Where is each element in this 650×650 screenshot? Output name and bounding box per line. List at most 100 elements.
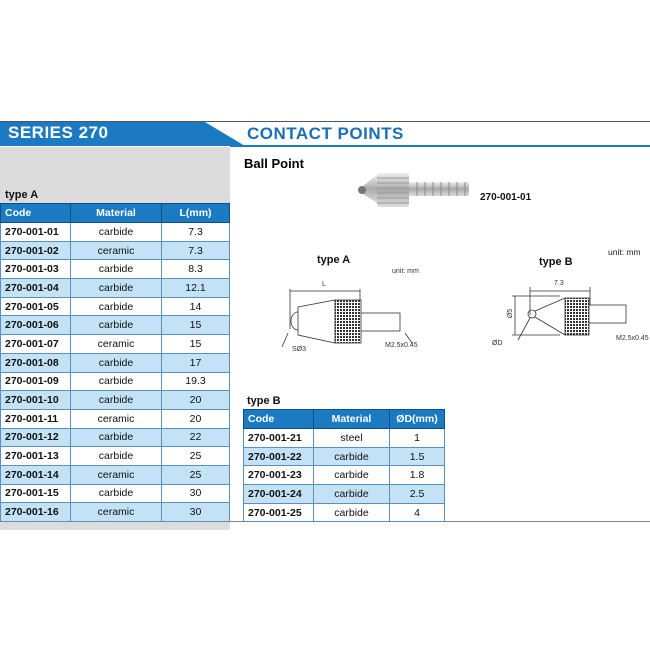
top-rule bbox=[0, 121, 650, 122]
cell-material: carbide bbox=[70, 390, 162, 410]
cell-value: 1.5 bbox=[389, 446, 445, 467]
cell-code: 270-001-16 bbox=[0, 502, 71, 522]
drawing-b-title: type B bbox=[539, 256, 573, 268]
cell-value: 30 bbox=[161, 483, 230, 504]
cell-material: ceramic bbox=[70, 240, 162, 261]
cell-material: carbide bbox=[70, 371, 162, 392]
cell-material: carbide bbox=[70, 296, 162, 317]
col-length: L(mm) bbox=[161, 203, 230, 223]
cell-code: 270-001-02 bbox=[0, 240, 71, 261]
cell-code: 270-001-08 bbox=[0, 352, 71, 373]
cell-value: 8.3 bbox=[161, 259, 230, 280]
drawing-b-diagram bbox=[512, 287, 627, 341]
cell-code: 270-001-03 bbox=[0, 259, 71, 280]
cell-code: 270-001-06 bbox=[0, 315, 71, 336]
type-a-label: type A bbox=[5, 189, 39, 201]
cell-material: ceramic bbox=[70, 408, 162, 429]
cell-material: carbide bbox=[313, 502, 390, 523]
series-title: SERIES 270 bbox=[8, 123, 109, 142]
cell-value: 7.3 bbox=[161, 240, 230, 261]
cell-value: 1.8 bbox=[389, 465, 445, 486]
cell-code: 270-001-09 bbox=[0, 371, 71, 392]
cell-material: carbide bbox=[70, 222, 162, 242]
col-material: Material bbox=[313, 409, 390, 429]
drawing-a-dim-l: L bbox=[322, 281, 326, 288]
series-banner bbox=[0, 122, 245, 146]
drawing-a-title: type A bbox=[317, 254, 351, 266]
cell-material: ceramic bbox=[70, 334, 162, 354]
cell-value: 20 bbox=[161, 408, 230, 429]
cell-code: 270-001-25 bbox=[243, 502, 314, 523]
drawing-a-ball: SØ3 bbox=[292, 346, 307, 353]
cell-value: 30 bbox=[161, 502, 230, 522]
cell-material: carbide bbox=[313, 446, 390, 467]
drawing-a-unit: unit: mm bbox=[392, 268, 419, 275]
cell-material: ceramic bbox=[70, 502, 162, 522]
cell-code: 270-001-24 bbox=[243, 484, 314, 504]
drawing-a-diagram bbox=[281, 289, 413, 348]
cell-code: 270-001-13 bbox=[0, 446, 71, 466]
cell-code: 270-001-12 bbox=[0, 427, 71, 448]
cell-material: carbide bbox=[313, 465, 390, 486]
product-code: 270-001-01 bbox=[480, 192, 532, 203]
type-b-label: type B bbox=[247, 395, 281, 407]
cell-value: 4 bbox=[389, 502, 445, 523]
col-code: Code bbox=[0, 203, 71, 223]
cell-material: carbide bbox=[70, 315, 162, 336]
cell-code: 270-001-04 bbox=[0, 278, 71, 298]
cell-value: 1 bbox=[389, 428, 445, 448]
cell-value: 25 bbox=[161, 446, 230, 466]
cell-value: 19.3 bbox=[161, 371, 230, 392]
cell-code: 270-001-23 bbox=[243, 465, 314, 486]
cell-value: 2.5 bbox=[389, 484, 445, 504]
col-material: Material bbox=[70, 203, 162, 223]
cell-material: steel bbox=[313, 428, 390, 448]
cell-value: 22 bbox=[161, 427, 230, 448]
title-underline bbox=[230, 145, 650, 147]
drawing-b-dim-len: 7.3 bbox=[554, 280, 564, 287]
cell-code: 270-001-01 bbox=[0, 222, 71, 242]
cell-material: carbide bbox=[70, 446, 162, 466]
cell-code: 270-001-15 bbox=[0, 483, 71, 504]
cell-material: carbide bbox=[313, 484, 390, 504]
cell-value: 25 bbox=[161, 464, 230, 485]
cell-value: 15 bbox=[161, 315, 230, 336]
col-diameter: ØD(mm) bbox=[389, 409, 445, 429]
cell-material: carbide bbox=[70, 427, 162, 448]
col-code: Code bbox=[243, 409, 314, 429]
drawing-b-thread: M2.5x0.45 bbox=[616, 335, 649, 342]
cell-material: carbide bbox=[70, 483, 162, 504]
cell-value: 17 bbox=[161, 352, 230, 373]
cell-value: 14 bbox=[161, 296, 230, 317]
cell-code: 270-001-07 bbox=[0, 334, 71, 354]
cell-value: 20 bbox=[161, 390, 230, 410]
drawing-a-thread: M2.5x0.45 bbox=[385, 342, 418, 349]
product-name: Ball Point bbox=[244, 156, 304, 171]
page-title: CONTACT POINTS bbox=[247, 124, 404, 143]
ball-point-photo bbox=[358, 173, 469, 207]
cell-material: ceramic bbox=[70, 464, 162, 485]
cell-value: 15 bbox=[161, 334, 230, 354]
cell-code: 270-001-21 bbox=[243, 428, 314, 448]
drawing-b-ball: ØD bbox=[492, 340, 503, 347]
